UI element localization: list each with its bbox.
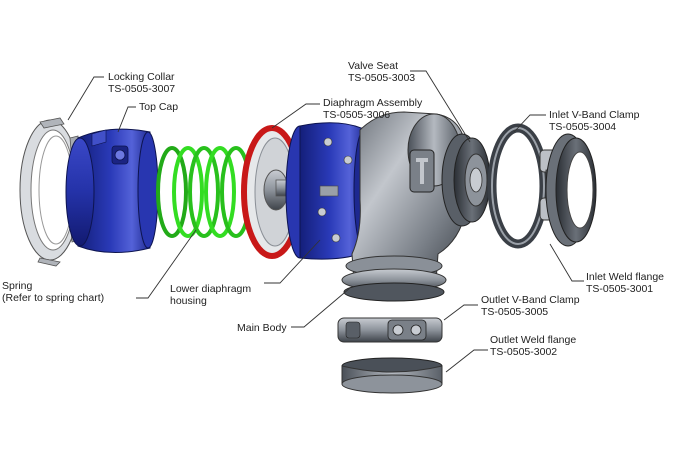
label-name-line2: housing	[170, 295, 207, 307]
label-name: Outlet V-Band Clamp	[481, 294, 580, 306]
leader-outlet-weld-flange	[445, 349, 488, 373]
inlet-weld-flange	[545, 133, 597, 247]
label-name: Locking Collar	[108, 71, 175, 83]
label-part-number: TS-0505-3001	[586, 283, 654, 295]
spring	[156, 146, 252, 238]
label-locking-collar: Locking Collar TS-0505-3007	[108, 71, 175, 95]
leader-valve-seat	[410, 70, 471, 143]
label-outlet-weld-flange: Outlet Weld flange TS-0505-3002	[490, 334, 576, 358]
label-diaphragm-assembly: Diaphragm Assembly TS-0505-3006	[323, 97, 422, 121]
label-part-number: TS-0505-3007	[108, 83, 176, 95]
leader-spring	[136, 229, 197, 299]
label-part-number: TS-0505-3003	[348, 72, 416, 84]
leader-main-body	[291, 287, 351, 328]
top-cap	[65, 128, 159, 254]
label-name: Inlet Weld flange	[586, 271, 665, 283]
label-name: Diaphragm Assembly	[323, 97, 423, 109]
label-lower-diaphragm-housing: Lower diaphragm housing	[170, 283, 251, 307]
label-top-cap: Top Cap	[139, 101, 178, 113]
label-name: Lower diaphragm	[170, 283, 252, 295]
leader-top-cap	[117, 106, 136, 133]
label-part-number: TS-0505-3004	[549, 121, 617, 133]
label-main-body: Main Body	[237, 322, 287, 334]
label-name: Inlet V-Band Clamp	[549, 109, 640, 121]
label-name: Outlet Weld flange	[490, 334, 577, 346]
leader-inlet-vband-clamp	[513, 114, 546, 133]
leader-lower-diaphragm-housing	[264, 239, 321, 284]
label-name: Main Body	[237, 322, 287, 334]
leader-outlet-vband-clamp	[443, 304, 478, 321]
label-name: Top Cap	[139, 101, 179, 113]
label-valve-seat: Valve Seat TS-0505-3003	[348, 60, 415, 84]
leader-lines	[67, 70, 584, 373]
label-part-number: TS-0505-3005	[481, 306, 549, 318]
outlet-vband-clamp	[337, 317, 443, 343]
label-spring: Spring (Refer to spring chart)	[2, 280, 104, 304]
label-name: Valve Seat	[348, 60, 399, 72]
label-part-number: TS-0505-3002	[490, 346, 558, 358]
valve-seat	[441, 133, 491, 227]
leader-locking-collar	[67, 76, 104, 121]
leader-diaphragm-assembly	[271, 103, 320, 129]
label-part-number: TS-0505-3006	[323, 109, 391, 121]
label-name: Spring	[2, 280, 33, 292]
outlet-weld-flange	[341, 357, 443, 394]
leader-inlet-weld-flange	[549, 243, 584, 282]
label-inlet-vband-clamp: Inlet V-Band Clamp TS-0505-3004	[549, 109, 639, 133]
label-note: (Refer to spring chart)	[2, 292, 105, 304]
label-inlet-weld-flange: Inlet Weld flange TS-0505-3001	[586, 271, 664, 295]
main-body	[341, 111, 467, 302]
lower-diaphragm-housing	[285, 122, 375, 260]
label-outlet-vband-clamp: Outlet V-Band Clamp TS-0505-3005	[481, 294, 580, 318]
